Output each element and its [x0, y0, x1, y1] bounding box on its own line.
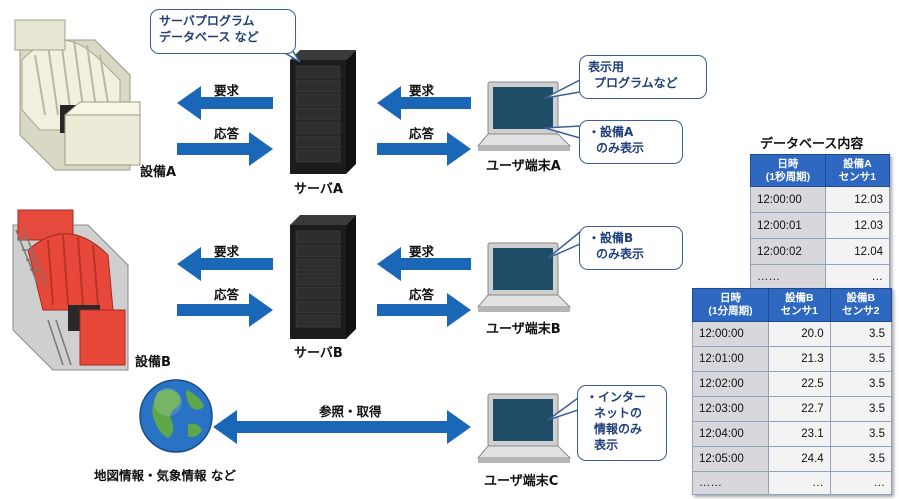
callout-server-line-2: データベース など	[159, 30, 259, 44]
label-response-b-right: 応答	[409, 287, 435, 302]
table-cell: …	[824, 264, 891, 289]
arrow-reference-c	[213, 410, 471, 444]
table-row: 12:00:01 12.03	[750, 212, 891, 239]
callout-c-line-2: ネットの	[594, 406, 643, 420]
arrow-response-b-right	[377, 293, 471, 327]
callout-server-line-1: サーバプログラム	[159, 14, 255, 28]
table-cell: 12.03	[824, 186, 891, 213]
table-cell: 12:00:01	[750, 212, 826, 239]
table-cell: 3.5	[829, 421, 893, 447]
db-a-table: 日時 (1秒周期) 設備A センサ1 12:00:00 12.03 12:00:…	[750, 154, 891, 289]
callout-c-line-4: 表示	[594, 438, 619, 452]
table-cell: 3.5	[829, 321, 893, 347]
server-b-label: サーバB	[294, 346, 343, 361]
globe-icon	[139, 379, 213, 453]
label-response-a-right: 応答	[409, 126, 435, 141]
label-response-b-left: 応答	[214, 287, 240, 302]
table-row: 12:00:00 12.03	[750, 186, 891, 213]
globe-label: 地図情報・気象情報 など	[94, 468, 236, 483]
callout-a-line-1: ・設備A	[588, 125, 634, 139]
table-cell: 22.7	[768, 396, 831, 422]
table-cell: 12:02:00	[691, 371, 770, 397]
table-row: 12:04:00 23.1 3.5	[691, 421, 893, 447]
table-cell: …	[829, 471, 893, 495]
table-cell: ……	[691, 471, 770, 495]
label-request-a-left: 要求	[214, 83, 240, 98]
arrow-response-a-right	[377, 132, 471, 166]
equipment-a-label: 設備A	[140, 165, 177, 180]
turbine-b-icon	[12, 209, 129, 371]
table-cell: 3.5	[829, 371, 893, 397]
table-row: 12:00:00 20.0 3.5	[691, 321, 893, 347]
table-row: 12:01:00 21.3 3.5	[691, 346, 893, 372]
label-request-b-right: 要求	[409, 244, 435, 259]
db-b-header: 設備B センサ1	[768, 288, 831, 322]
table-row: …… …	[750, 264, 891, 289]
table-cell: 12.04	[824, 238, 891, 265]
table-cell: 20.0	[768, 321, 831, 347]
terminal-b-label: ユーザ端末B	[486, 322, 561, 337]
terminal-c-label: ユーザ端末C	[484, 474, 559, 489]
equipment-b-label: 設備B	[135, 355, 171, 370]
table-cell: 12:00:02	[750, 238, 826, 265]
table-cell: 12:00:00	[691, 321, 770, 347]
callout-display-line-2: プログラムなど	[594, 76, 678, 90]
label-response-a-left: 応答	[214, 126, 240, 141]
server-a-icon	[290, 50, 356, 174]
db-a-header: 設備A センサ1	[824, 154, 891, 187]
callout-equip-a-only: ・設備A のみ表示	[579, 120, 683, 164]
table-cell: 21.3	[768, 346, 831, 372]
table-cell: 24.4	[768, 446, 831, 472]
db-b-header: 日時 (1分周期)	[691, 288, 770, 322]
table-row: …… … …	[691, 471, 893, 495]
db-a-header: 日時 (1秒周期)	[750, 154, 826, 187]
callout-server: サーバプログラム データベース など	[150, 9, 296, 54]
table-cell: 12:00:00	[750, 186, 826, 213]
callout-b-line-2: のみ表示	[596, 247, 645, 261]
callout-equip-b-only: ・設備B のみ表示	[579, 226, 683, 270]
table-cell: 12.03	[824, 212, 891, 239]
callout-a-line-2: のみ表示	[596, 141, 645, 155]
arrow-response-a-left	[177, 132, 273, 166]
table-cell: 12:05:00	[691, 446, 770, 472]
table-row: 12:00:02 12.04	[750, 238, 891, 265]
arrow-request-a-left	[177, 86, 273, 120]
laptop-c-icon	[476, 393, 572, 463]
db-b-table: 日時 (1分周期) 設備B センサ1 設備B センサ2 12:00:00 20.…	[691, 288, 893, 495]
table-cell: 3.5	[829, 346, 893, 372]
arrow-request-b-left	[177, 247, 273, 281]
turbine-a-icon	[14, 19, 141, 171]
table-cell: ……	[750, 264, 826, 289]
server-a-label: サーバA	[294, 182, 343, 197]
table-cell: 12:04:00	[691, 421, 770, 447]
table-cell: 23.1	[768, 421, 831, 447]
callout-display-line-1: 表示用	[588, 60, 625, 74]
terminal-a-label: ユーザ端末A	[486, 159, 561, 174]
label-request-a-right: 要求	[409, 83, 435, 98]
table-cell: 3.5	[829, 446, 893, 472]
callout-internet-only: ・インター ネットの 情報のみ 表示	[577, 385, 667, 461]
callout-c-line-1: ・インター	[586, 390, 647, 404]
db-b-header: 設備B センサ2	[829, 288, 893, 322]
label-reference: 参照・取得	[319, 404, 382, 419]
table-cell: 3.5	[829, 396, 893, 422]
arrow-request-b-right	[377, 247, 471, 281]
table-cell: 12:03:00	[691, 396, 770, 422]
laptop-a-icon	[476, 81, 572, 151]
label-request-b-left: 要求	[214, 244, 240, 259]
callout-c-line-3: 情報のみ	[594, 422, 643, 436]
table-row: 12:05:00 24.4 3.5	[691, 446, 893, 472]
db-title: データベース内容	[760, 137, 864, 152]
table-cell: 12:01:00	[691, 346, 770, 372]
laptop-b-icon	[476, 242, 572, 312]
table-cell: 22.5	[768, 371, 831, 397]
table-row: 12:02:00 22.5 3.5	[691, 371, 893, 397]
callout-display-program: 表示用 プログラムなど	[579, 55, 707, 99]
table-cell: …	[768, 471, 831, 495]
table-row: 12:03:00 22.7 3.5	[691, 396, 893, 422]
callout-b-line-1: ・設備B	[588, 231, 634, 245]
arrow-request-a-right	[377, 86, 471, 120]
arrow-response-b-left	[177, 293, 273, 327]
server-b-icon	[290, 215, 356, 339]
